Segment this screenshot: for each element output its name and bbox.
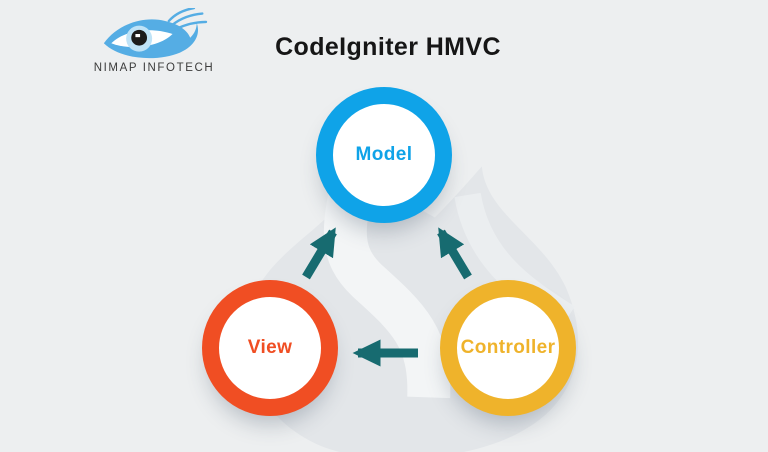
page-title: CodeIgniter HMVC [275, 33, 501, 61]
node-view-label: View [247, 337, 293, 358]
arrow-controller-to-model [437, 227, 472, 280]
brand-logo: NIMAP INFOTECH [88, 8, 220, 74]
node-model-label: Model [355, 144, 413, 165]
node-controller: Controller [440, 280, 576, 416]
eye-icon [103, 8, 208, 59]
arrow-view-to-model [302, 227, 337, 280]
node-controller-label: Controller [460, 337, 556, 358]
brand-name: NIMAP INFOTECH [93, 62, 215, 74]
node-view: View [202, 280, 338, 416]
node-model: Model [316, 87, 452, 223]
